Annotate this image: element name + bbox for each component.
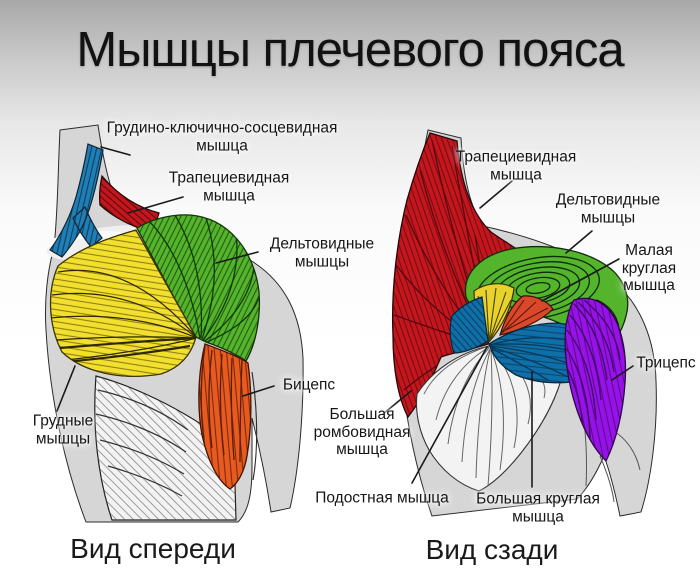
label-scm-front: Грудино-ключично-сосцевидная мышца bbox=[106, 119, 338, 155]
back-leader-lines bbox=[382, 180, 634, 488]
label-trapezius-back: Трапециевидная мышца bbox=[455, 148, 577, 184]
label-biceps-front: Бицепс bbox=[282, 376, 336, 394]
label-pectoral-front: Грудные мышцы bbox=[32, 412, 94, 448]
deltoid-front-muscle bbox=[136, 214, 261, 362]
caption-front-view: Вид спереди bbox=[70, 533, 236, 564]
teres-minor-back-muscle bbox=[499, 295, 554, 336]
front-view-figure bbox=[44, 124, 304, 523]
label-infraspinatus-back: Подостная мышца bbox=[315, 489, 449, 507]
biceps-front-muscle bbox=[198, 343, 252, 490]
label-deltoid-back: Дельтовидные мышцы bbox=[555, 191, 661, 227]
label-teres-minor-back: Малая круглая мышца bbox=[621, 241, 677, 294]
caption-back-view: Вид сзади bbox=[425, 534, 559, 565]
pectoral-front-muscle bbox=[49, 229, 197, 378]
front-leader-lines bbox=[56, 146, 275, 412]
front-arm-contour bbox=[251, 371, 258, 481]
label-trapezius-front: Трапециевидная мышца bbox=[168, 169, 290, 205]
label-rhomboid-back: Большая ромбовидная мышца bbox=[313, 405, 411, 458]
label-teres-major-back: Большая круглая мышца bbox=[476, 490, 600, 526]
page-title: Мышцы плечевого пояса bbox=[76, 23, 624, 77]
label-deltoid-front: Дельтовидные мышцы bbox=[269, 235, 375, 271]
back-view-figure bbox=[382, 129, 657, 517]
fiber-fan-back bbox=[415, 345, 564, 492]
label-triceps-back: Трицепс bbox=[636, 354, 696, 372]
serratus-front-muscle bbox=[94, 375, 237, 521]
